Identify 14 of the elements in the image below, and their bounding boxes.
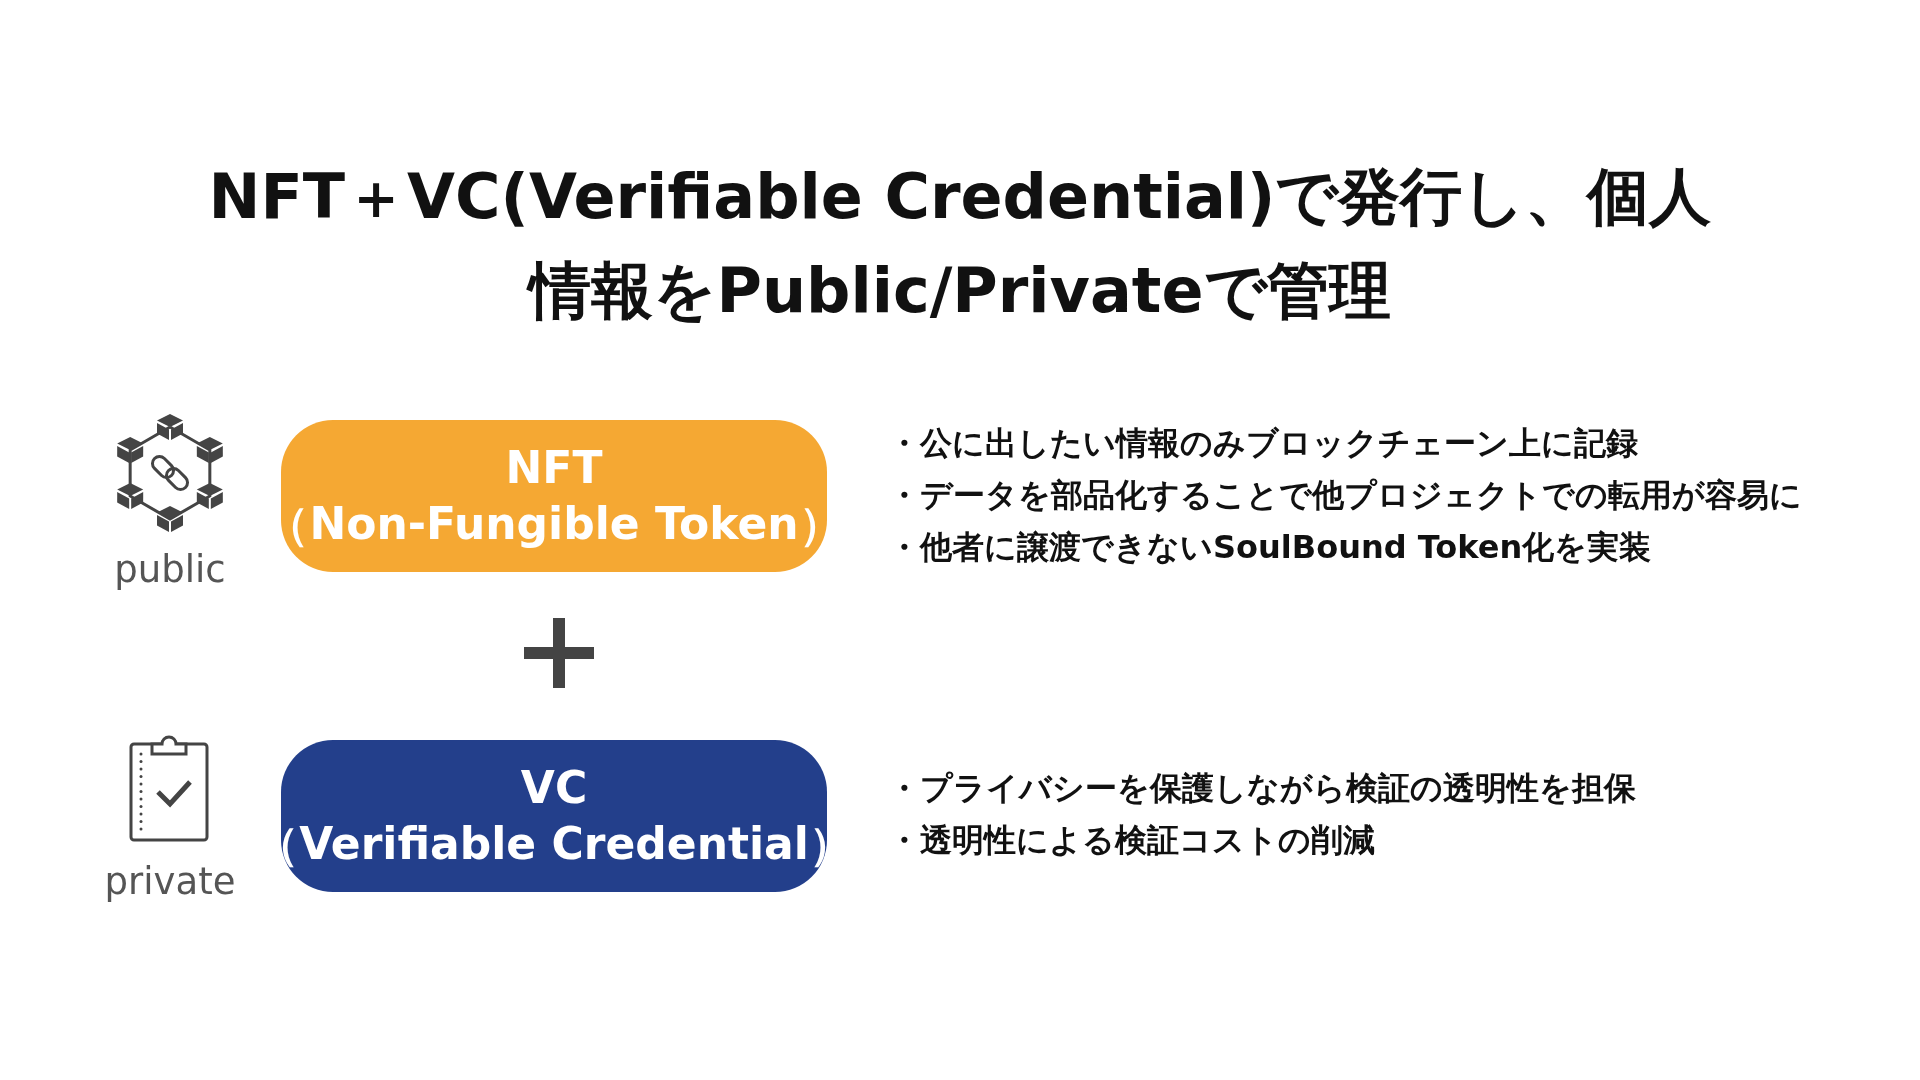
bullet-point: ・プライバシーを保護しながら検証の透明性を担保 [888,768,1636,808]
layer-label: private [103,860,237,903]
bullet-point: ・透明性による検証コストの削減 [888,820,1375,860]
layer-label: public [113,548,227,591]
term-heading: VC [520,761,588,815]
term-heading: NFT [505,441,603,495]
bullet-point: ・公に出したい情報のみブロックチェーン上に記録 [888,423,1638,463]
term-full-name: （Non-Fungible Token） [265,497,843,551]
bullet-point: ・データを部品化することで他プロジェクトでの転用が容易に [888,475,1802,515]
bullet-point: ・他者に譲渡できないSoulBound Token化を実装 [888,527,1652,567]
title: NFT＋VC(Verifiable Credential)で発行し、個人情報をPublic/Privateで管理 [207,159,1713,329]
term-box [281,740,827,892]
term-box [281,420,827,572]
term-full-name: （Verifiable Credential） [255,817,853,871]
